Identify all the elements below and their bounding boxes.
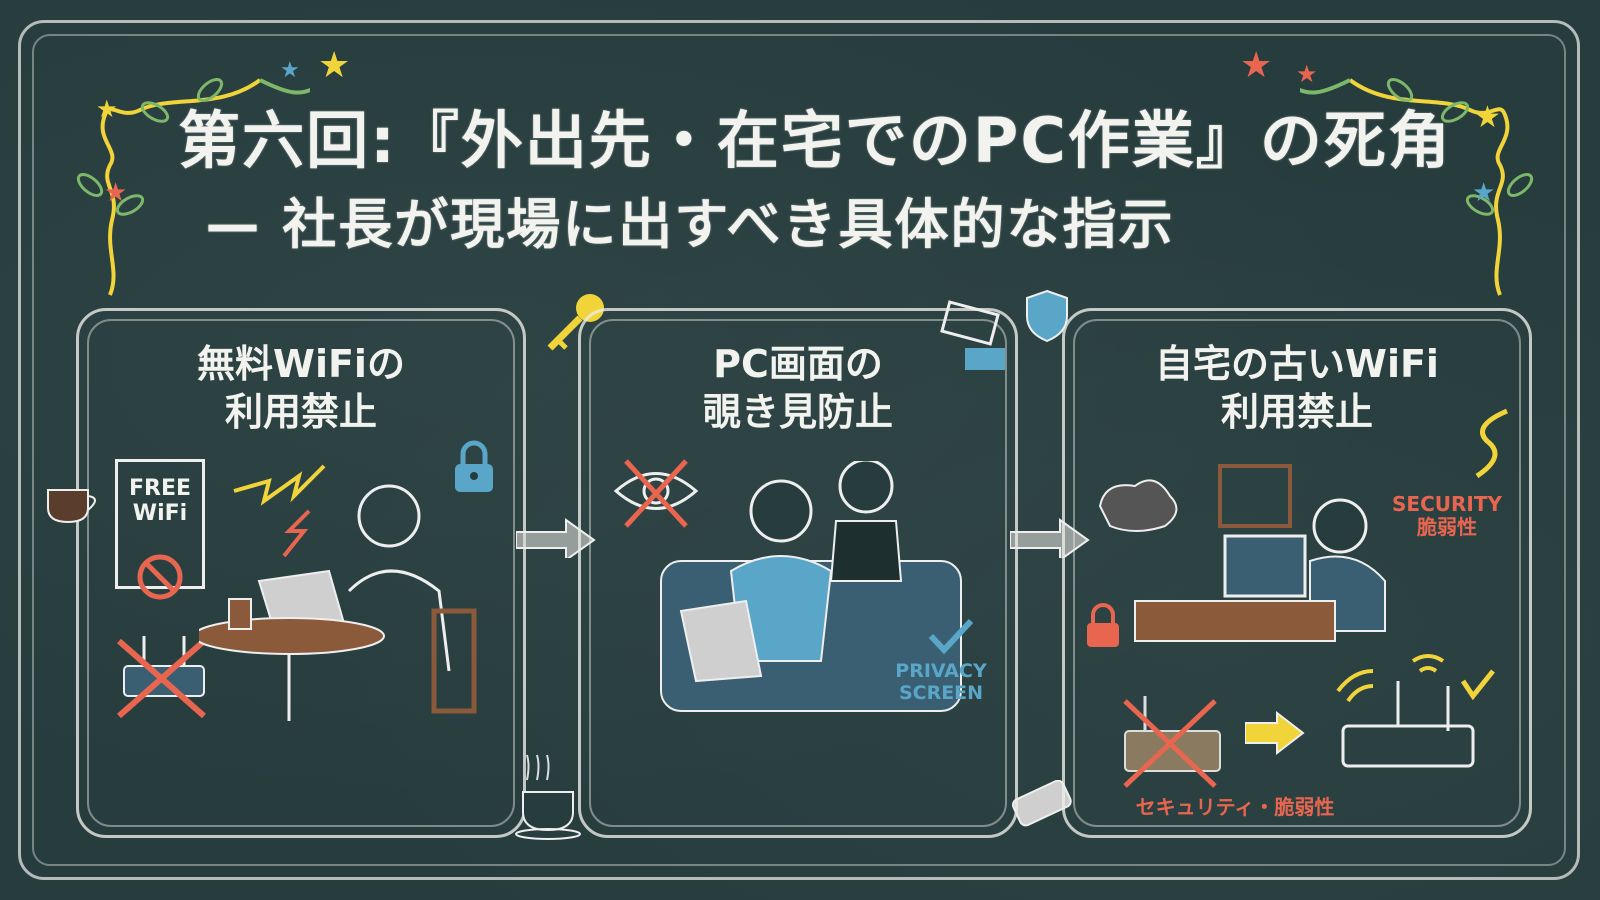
panel-title: 無料WiFiの 利用禁止 <box>197 342 405 434</box>
star-icon: ★ <box>1240 45 1273 86</box>
star-icon: ★ <box>280 58 300 83</box>
subtitle: — 社長が現場に出すべき具体的な指示 <box>205 193 1175 256</box>
privacy-screen-label: PRIVACY SCREEN <box>895 660 987 704</box>
main-title: 第六回:『外出先・在宅でのPC作業』の死角 <box>178 104 1452 177</box>
star-icon: ★ <box>1472 178 1496 208</box>
panel-title: PC画面の 覗き見防止 <box>702 342 893 434</box>
person-at-home-desk-icon <box>1098 464 1386 642</box>
checkmark-icon <box>928 618 974 655</box>
security-vulnerability-label: セキュリティ・脆弱性 <box>1135 795 1335 819</box>
vine-top-left-icon <box>76 78 310 296</box>
panel-privacy-screen: PC画面の 覗き見防止 PRIVACY SCREEN <box>578 308 1018 838</box>
vine-top-right-icon <box>1300 78 1534 296</box>
outer-frame <box>18 20 1580 880</box>
prohibited-icon <box>137 554 183 600</box>
panel-home-wifi: 自宅の古いWiFi 利用禁止 SECURITY 脆弱性 セキュリティ・脆弱性 <box>1062 308 1532 838</box>
coffee-cup-icon <box>515 754 581 840</box>
free-wifi-sign: FREE WiFi <box>115 459 205 589</box>
eye-crossed-icon <box>613 459 699 528</box>
inner-frame <box>32 34 1566 866</box>
panel-title: 自宅の古いWiFi 利用禁止 <box>1155 342 1439 434</box>
security-warning-label: SECURITY 脆弱性 <box>1392 492 1502 539</box>
star-icon: ★ <box>1474 100 1501 135</box>
new-router-icon <box>1336 654 1495 768</box>
router-crossed-icon <box>117 636 206 719</box>
person-on-train-icon <box>660 461 962 712</box>
coffee-cup-icon <box>47 489 96 524</box>
star-icon: ★ <box>318 45 351 86</box>
lock-icon <box>455 440 493 492</box>
old-router-crossed-icon <box>1123 696 1221 788</box>
lightning-icon <box>233 464 326 558</box>
lock-icon <box>1087 603 1119 647</box>
star-icon: ★ <box>1296 60 1318 88</box>
star-icon: ★ <box>96 95 118 123</box>
arrow-right-icon <box>1010 518 1090 558</box>
star-icon: ★ <box>104 178 128 208</box>
panel-free-wifi: 無料WiFiの 利用禁止 FREE WiFi <box>76 308 526 838</box>
person-laptop-cafe-icon <box>199 484 477 721</box>
arrow-right-icon <box>1245 711 1305 756</box>
